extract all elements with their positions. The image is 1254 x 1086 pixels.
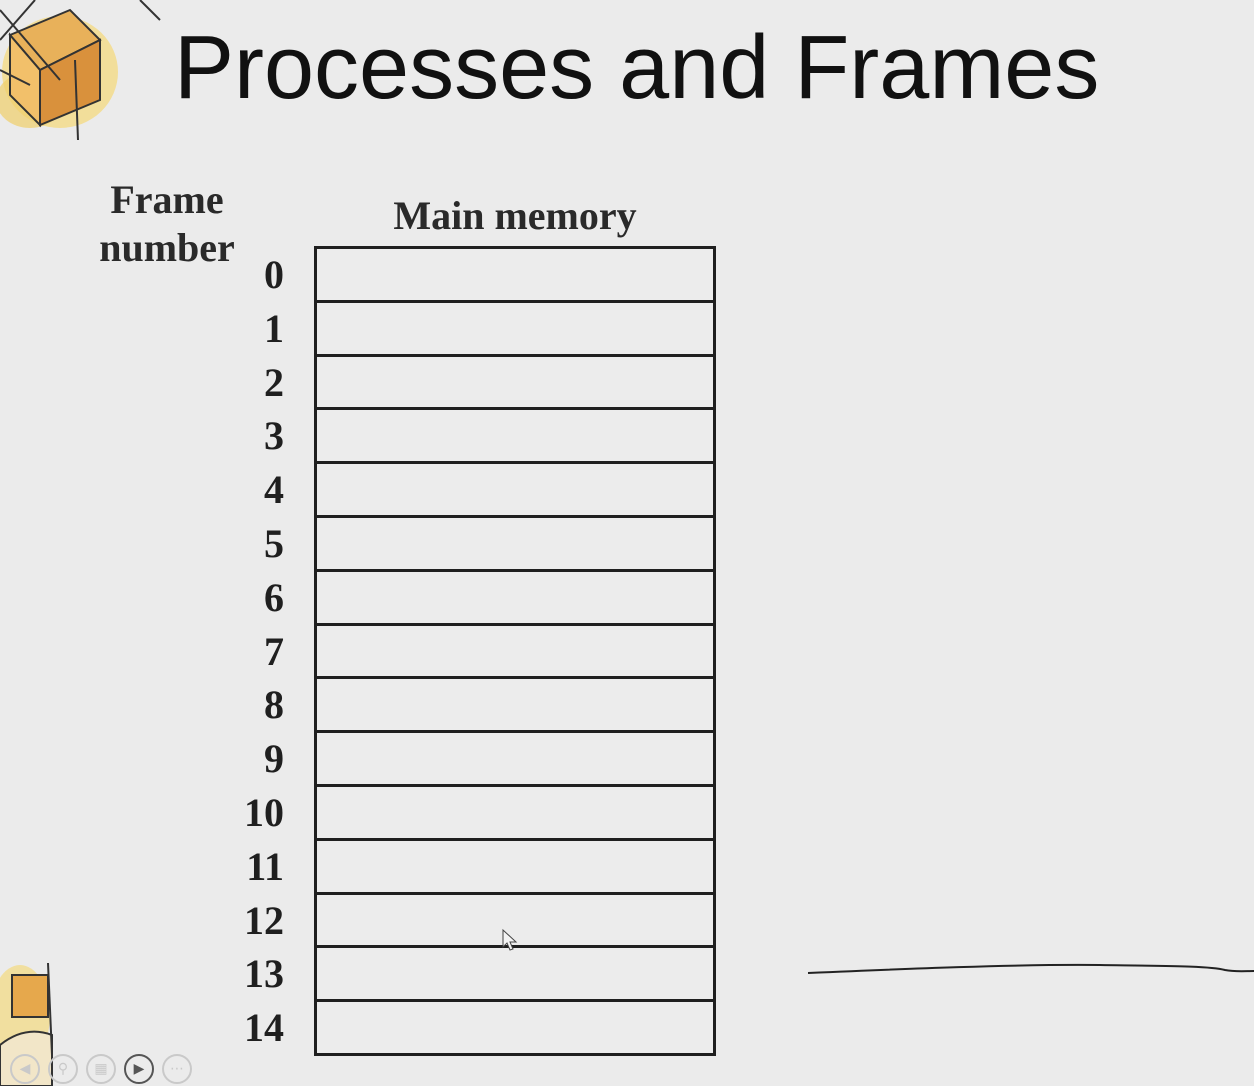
previous-icon[interactable]: ◀: [10, 1054, 40, 1084]
memory-frame-12: [317, 895, 713, 949]
memory-frame-2: [317, 357, 713, 411]
memory-frame-13: [317, 948, 713, 1003]
frame-number-7: 7: [264, 628, 284, 674]
frame-number-5: 5: [264, 520, 284, 566]
frame-header-line2: number: [99, 225, 235, 270]
video-icon[interactable]: ▶: [124, 1054, 154, 1084]
clipart-decoration: [0, 0, 161, 141]
more-icon[interactable]: ⋯: [162, 1054, 192, 1084]
frame-number-6: 6: [264, 574, 284, 620]
memory-frame-1: [317, 303, 713, 357]
main-memory-table: [314, 246, 716, 1056]
memory-frame-5: [317, 518, 713, 572]
frame-number-9: 9: [264, 736, 284, 782]
memory-frame-10: [317, 787, 713, 841]
memory-frame-7: [317, 626, 713, 680]
main-memory-label: Main memory: [393, 193, 637, 238]
frame-number-11: 11: [246, 843, 284, 889]
memory-frame-11: [317, 841, 713, 895]
slide-title: Processes and Frames: [174, 18, 1100, 118]
frame-number-8: 8: [264, 682, 284, 728]
memory-frame-9: [317, 733, 713, 787]
hand-drawn-line: [807, 963, 1254, 974]
frame-number-10: 10: [244, 789, 284, 835]
memory-frame-6: [317, 572, 713, 626]
frame-number-0: 0: [264, 252, 284, 297]
zoom-icon[interactable]: ⚲: [48, 1054, 78, 1084]
frame-number-column: 0 1 2 3 4 5 6 7 8 9 10 11 12 13 14: [212, 248, 284, 1055]
frame-number-13: 13: [244, 951, 284, 997]
memory-frame-8: [317, 679, 713, 734]
memory-frame-0: [317, 249, 713, 303]
presentation-toolbar: ◀ ⚲ ▦ ▶ ⋯: [10, 1054, 192, 1084]
memory-frame-14: [317, 1002, 713, 1056]
frame-number-14: 14: [244, 1005, 284, 1051]
frame-header-line1: Frame: [110, 177, 224, 222]
frame-number-4: 4: [264, 467, 284, 513]
frame-number-3: 3: [264, 413, 284, 459]
frame-number-header: Frame number: [72, 176, 262, 272]
memory-frame-4: [317, 464, 713, 518]
memory-frame-3: [317, 410, 713, 465]
frame-number-1: 1: [264, 305, 284, 351]
frame-number-2: 2: [264, 359, 284, 405]
slides-icon[interactable]: ▦: [86, 1054, 116, 1084]
frame-number-12: 12: [244, 897, 284, 943]
